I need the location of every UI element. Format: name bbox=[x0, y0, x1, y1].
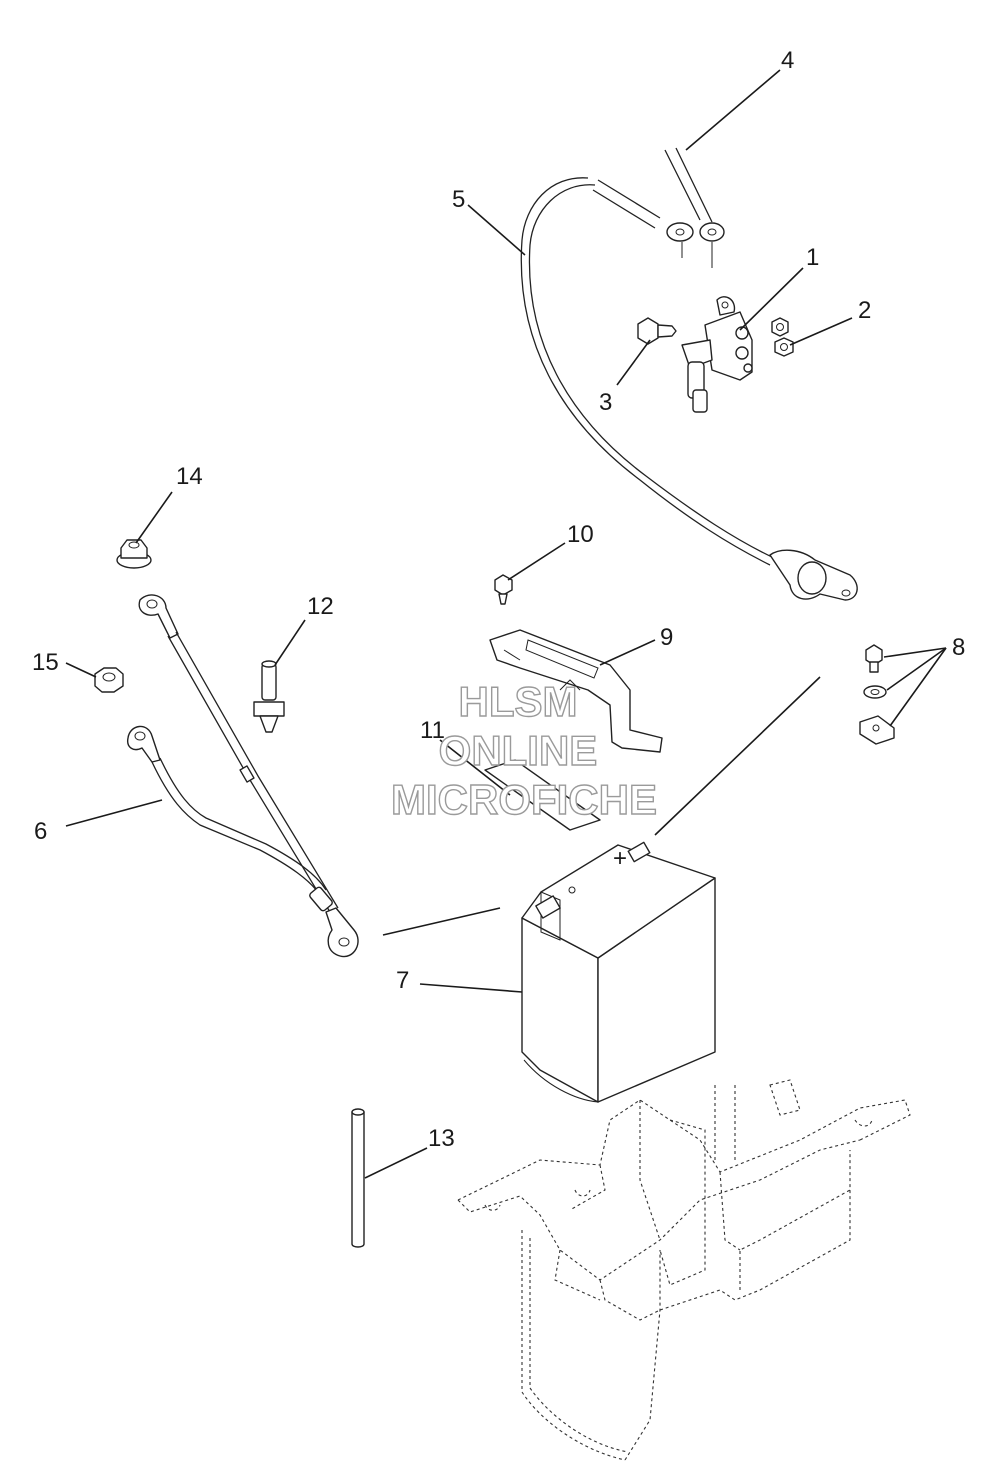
battery-cable-4 bbox=[664, 147, 725, 268]
callout-13: 13 bbox=[428, 1125, 455, 1152]
callout-3: 3 bbox=[599, 389, 612, 416]
callout-9: 9 bbox=[660, 624, 673, 651]
battery-cable-5 bbox=[520, 177, 858, 601]
callout-7: 7 bbox=[396, 967, 409, 994]
stud-12 bbox=[253, 660, 285, 733]
callout-1: 1 bbox=[806, 244, 819, 271]
callout-15: 15 bbox=[32, 649, 59, 676]
tube-13 bbox=[351, 1108, 365, 1248]
callout-labels: 1 2 3 4 5 6 7 8 9 10 11 12 13 14 15 bbox=[32, 47, 965, 1152]
watermark-line-1: HLSM bbox=[459, 678, 578, 725]
callout-8: 8 bbox=[952, 634, 965, 661]
battery-tray bbox=[457, 1079, 911, 1461]
pad-11 bbox=[484, 759, 601, 831]
callout-4: 4 bbox=[781, 47, 794, 74]
leader-lines bbox=[65, 69, 947, 1179]
callout-6: 6 bbox=[34, 818, 47, 845]
watermark-line-2: ONLINE bbox=[439, 727, 598, 774]
screw-3 bbox=[637, 317, 677, 345]
nut-2 bbox=[771, 317, 794, 357]
watermark: HLSM ONLINE MICROFICHE bbox=[390, 677, 657, 823]
callout-14: 14 bbox=[176, 463, 203, 490]
solenoid-1 bbox=[681, 296, 753, 413]
flange-nut-14 bbox=[116, 539, 152, 569]
screw-10 bbox=[494, 574, 513, 605]
battery-7: + bbox=[521, 841, 716, 1103]
callout-2: 2 bbox=[858, 297, 871, 324]
ground-cable-6 bbox=[127, 594, 359, 958]
callout-5: 5 bbox=[452, 186, 465, 213]
watermark-line-3: MICROFICHE bbox=[391, 776, 657, 823]
hold-down-bracket-9 bbox=[489, 629, 663, 753]
callout-11: 11 bbox=[420, 717, 445, 744]
callout-10: 10 bbox=[567, 521, 594, 548]
hardware-8 bbox=[859, 644, 895, 745]
callout-12: 12 bbox=[307, 593, 334, 620]
battery-polarity-mark: + bbox=[613, 845, 627, 872]
nut-15 bbox=[94, 667, 124, 693]
